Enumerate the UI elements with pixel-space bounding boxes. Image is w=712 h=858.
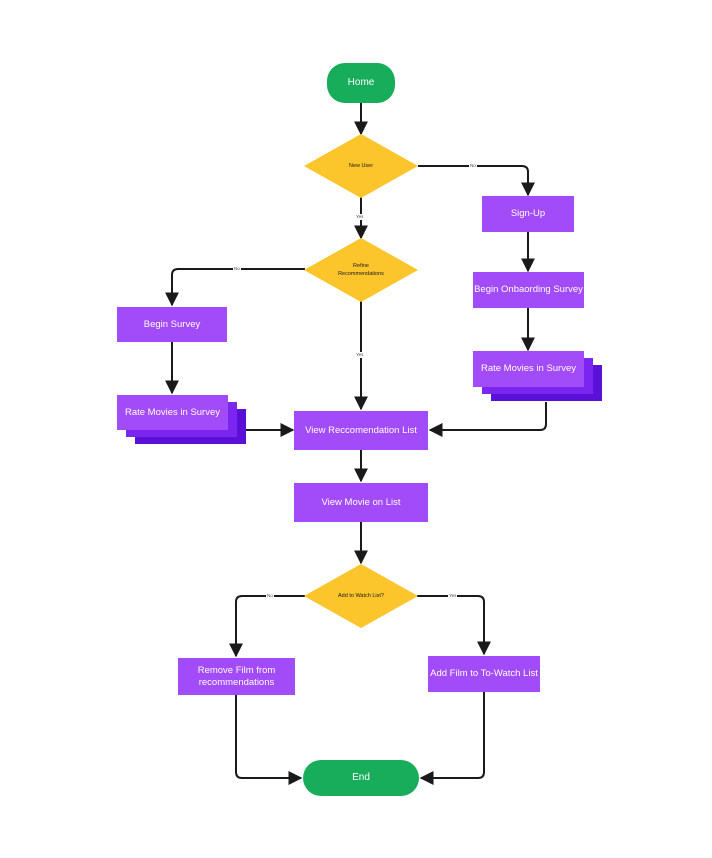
begin-onboarding-node: Begin Onbaording Survey bbox=[473, 272, 584, 308]
diamond-shape bbox=[304, 134, 418, 198]
rate-left-node: Rate Movies in Survey bbox=[117, 395, 228, 430]
view-list-node: View Reccomendation List bbox=[294, 411, 428, 450]
edge-label-new-user-yes: Yes bbox=[355, 214, 365, 220]
edge-new-user-to-sign-up bbox=[418, 165, 535, 197]
edge-add-watch-to-add-film bbox=[417, 595, 491, 656]
edge-label-refine-yes: Yes bbox=[355, 352, 365, 358]
edge-label-add-no: No bbox=[266, 593, 274, 599]
edge-label-new-user-no: No bbox=[469, 163, 477, 169]
home-label: Home bbox=[347, 77, 375, 88]
begin-onboarding-label: Begin Onbaording Survey bbox=[474, 284, 583, 295]
end-label: End bbox=[352, 772, 370, 783]
edge-label-refine-no: No bbox=[233, 266, 241, 272]
edge-refine-to-begin-survey bbox=[165, 268, 305, 307]
refine-decision: Refine Recommendations bbox=[304, 238, 418, 302]
remove-film-label: Remove Film from recommendations bbox=[197, 664, 276, 688]
edge-add-film-to-end bbox=[419, 692, 485, 785]
refine-label: Refine Recommendations bbox=[338, 263, 384, 277]
add-watch-decision: Add to Watch List? bbox=[304, 564, 418, 628]
new-user-label: New User bbox=[348, 163, 374, 169]
new-user-decision: New User bbox=[304, 134, 418, 198]
view-movie-label: View Movie on List bbox=[321, 496, 401, 508]
edge-label-add-yes: Yes bbox=[448, 593, 458, 599]
edge-remove-to-end bbox=[235, 695, 303, 785]
diamond-shape bbox=[304, 564, 418, 628]
remove-film-node: Remove Film from recommendations bbox=[178, 658, 295, 695]
begin-survey-label: Begin Survey bbox=[143, 318, 201, 330]
view-movie-node: View Movie on List bbox=[294, 483, 428, 522]
add-film-label: Add Film to To-Watch List bbox=[430, 668, 538, 679]
sign-up-node: Sign-Up bbox=[482, 196, 574, 232]
sign-up-label: Sign-Up bbox=[510, 208, 546, 219]
add-film-node: Add Film to To-Watch List bbox=[428, 656, 540, 692]
edge-rate-right-to-view-list bbox=[428, 402, 547, 437]
end-node: End bbox=[303, 760, 419, 796]
rate-left-label: Rate Movies in Survey bbox=[124, 406, 221, 418]
home-node: Home bbox=[327, 63, 395, 103]
begin-survey-node: Begin Survey bbox=[117, 307, 227, 342]
diamond-shape bbox=[304, 238, 418, 302]
rate-right-label: Rate Movies in Survey bbox=[480, 363, 577, 374]
rate-right-node: Rate Movies in Survey bbox=[473, 351, 584, 387]
add-watch-label: Add to Watch List? bbox=[338, 593, 384, 599]
edge-add-watch-to-remove bbox=[229, 595, 305, 658]
view-list-label: View Reccomendation List bbox=[305, 424, 417, 436]
